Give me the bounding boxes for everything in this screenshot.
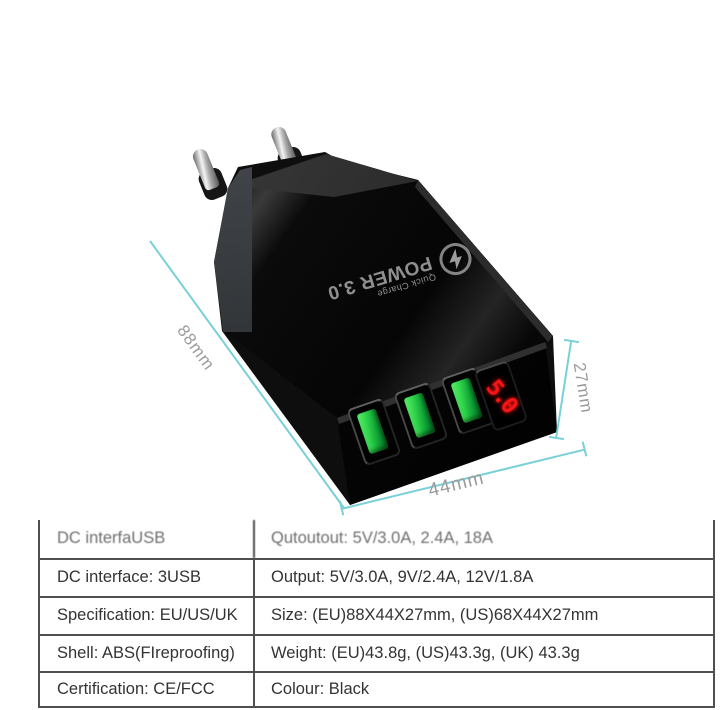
dimension-label-height: 27mm bbox=[569, 361, 597, 415]
dimension-line-height bbox=[555, 341, 572, 439]
quick-charge-icon bbox=[435, 239, 476, 280]
dimension-tick bbox=[581, 441, 588, 457]
usb-tongue-2 bbox=[403, 392, 437, 439]
usb-tongue-1 bbox=[356, 408, 390, 455]
dimension-tick bbox=[548, 435, 565, 441]
table-row: DC interfaUSB Qutoutout: 5V/3.0A, 2.4A, … bbox=[40, 520, 713, 558]
spec-value: Output: 5V/3.0A, 9V/2.4A, 12V/1.8A bbox=[253, 559, 713, 597]
spec-value: Colour: Black bbox=[253, 673, 713, 706]
led-digits: 5.0 bbox=[480, 375, 522, 417]
spec-value: Weight: (EU)43.8g, (US)43.3g, (UK) 43.3g bbox=[253, 635, 713, 672]
table-row: Shell: ABS(FIreproofing) Weight: (EU)43.… bbox=[40, 633, 713, 672]
spec-label: DC interfaUSB bbox=[57, 529, 166, 548]
spec-table: DC interfaUSB Qutoutout: 5V/3.0A, 2.4A, … bbox=[38, 520, 715, 708]
spec-label: Specification: EU/US/UK bbox=[57, 606, 238, 625]
spec-value: Qutoutout: 5V/3.0A, 2.4A, 18A bbox=[253, 520, 713, 558]
spec-label: Shell: ABS(FIreproofing) bbox=[57, 644, 235, 663]
table-row: Specification: EU/US/UK Size: (EU)88X44X… bbox=[40, 596, 713, 634]
spec-label: DC interface: 3USB bbox=[57, 568, 201, 587]
spec-value: Size: (EU)88X44X27mm, (US)68X44X27mm bbox=[253, 598, 713, 634]
table-row: DC interface: 3USB Output: 5V/3.0A, 9V/2… bbox=[40, 557, 713, 597]
quick-charge-logo: Quick Charge POWER 3.0 bbox=[322, 227, 479, 325]
spec-label: Certification: CE/FCC bbox=[57, 680, 215, 699]
table-row: Certification: CE/FCC Colour: Black bbox=[40, 671, 713, 706]
dimension-label-width: 88mm bbox=[173, 321, 219, 375]
